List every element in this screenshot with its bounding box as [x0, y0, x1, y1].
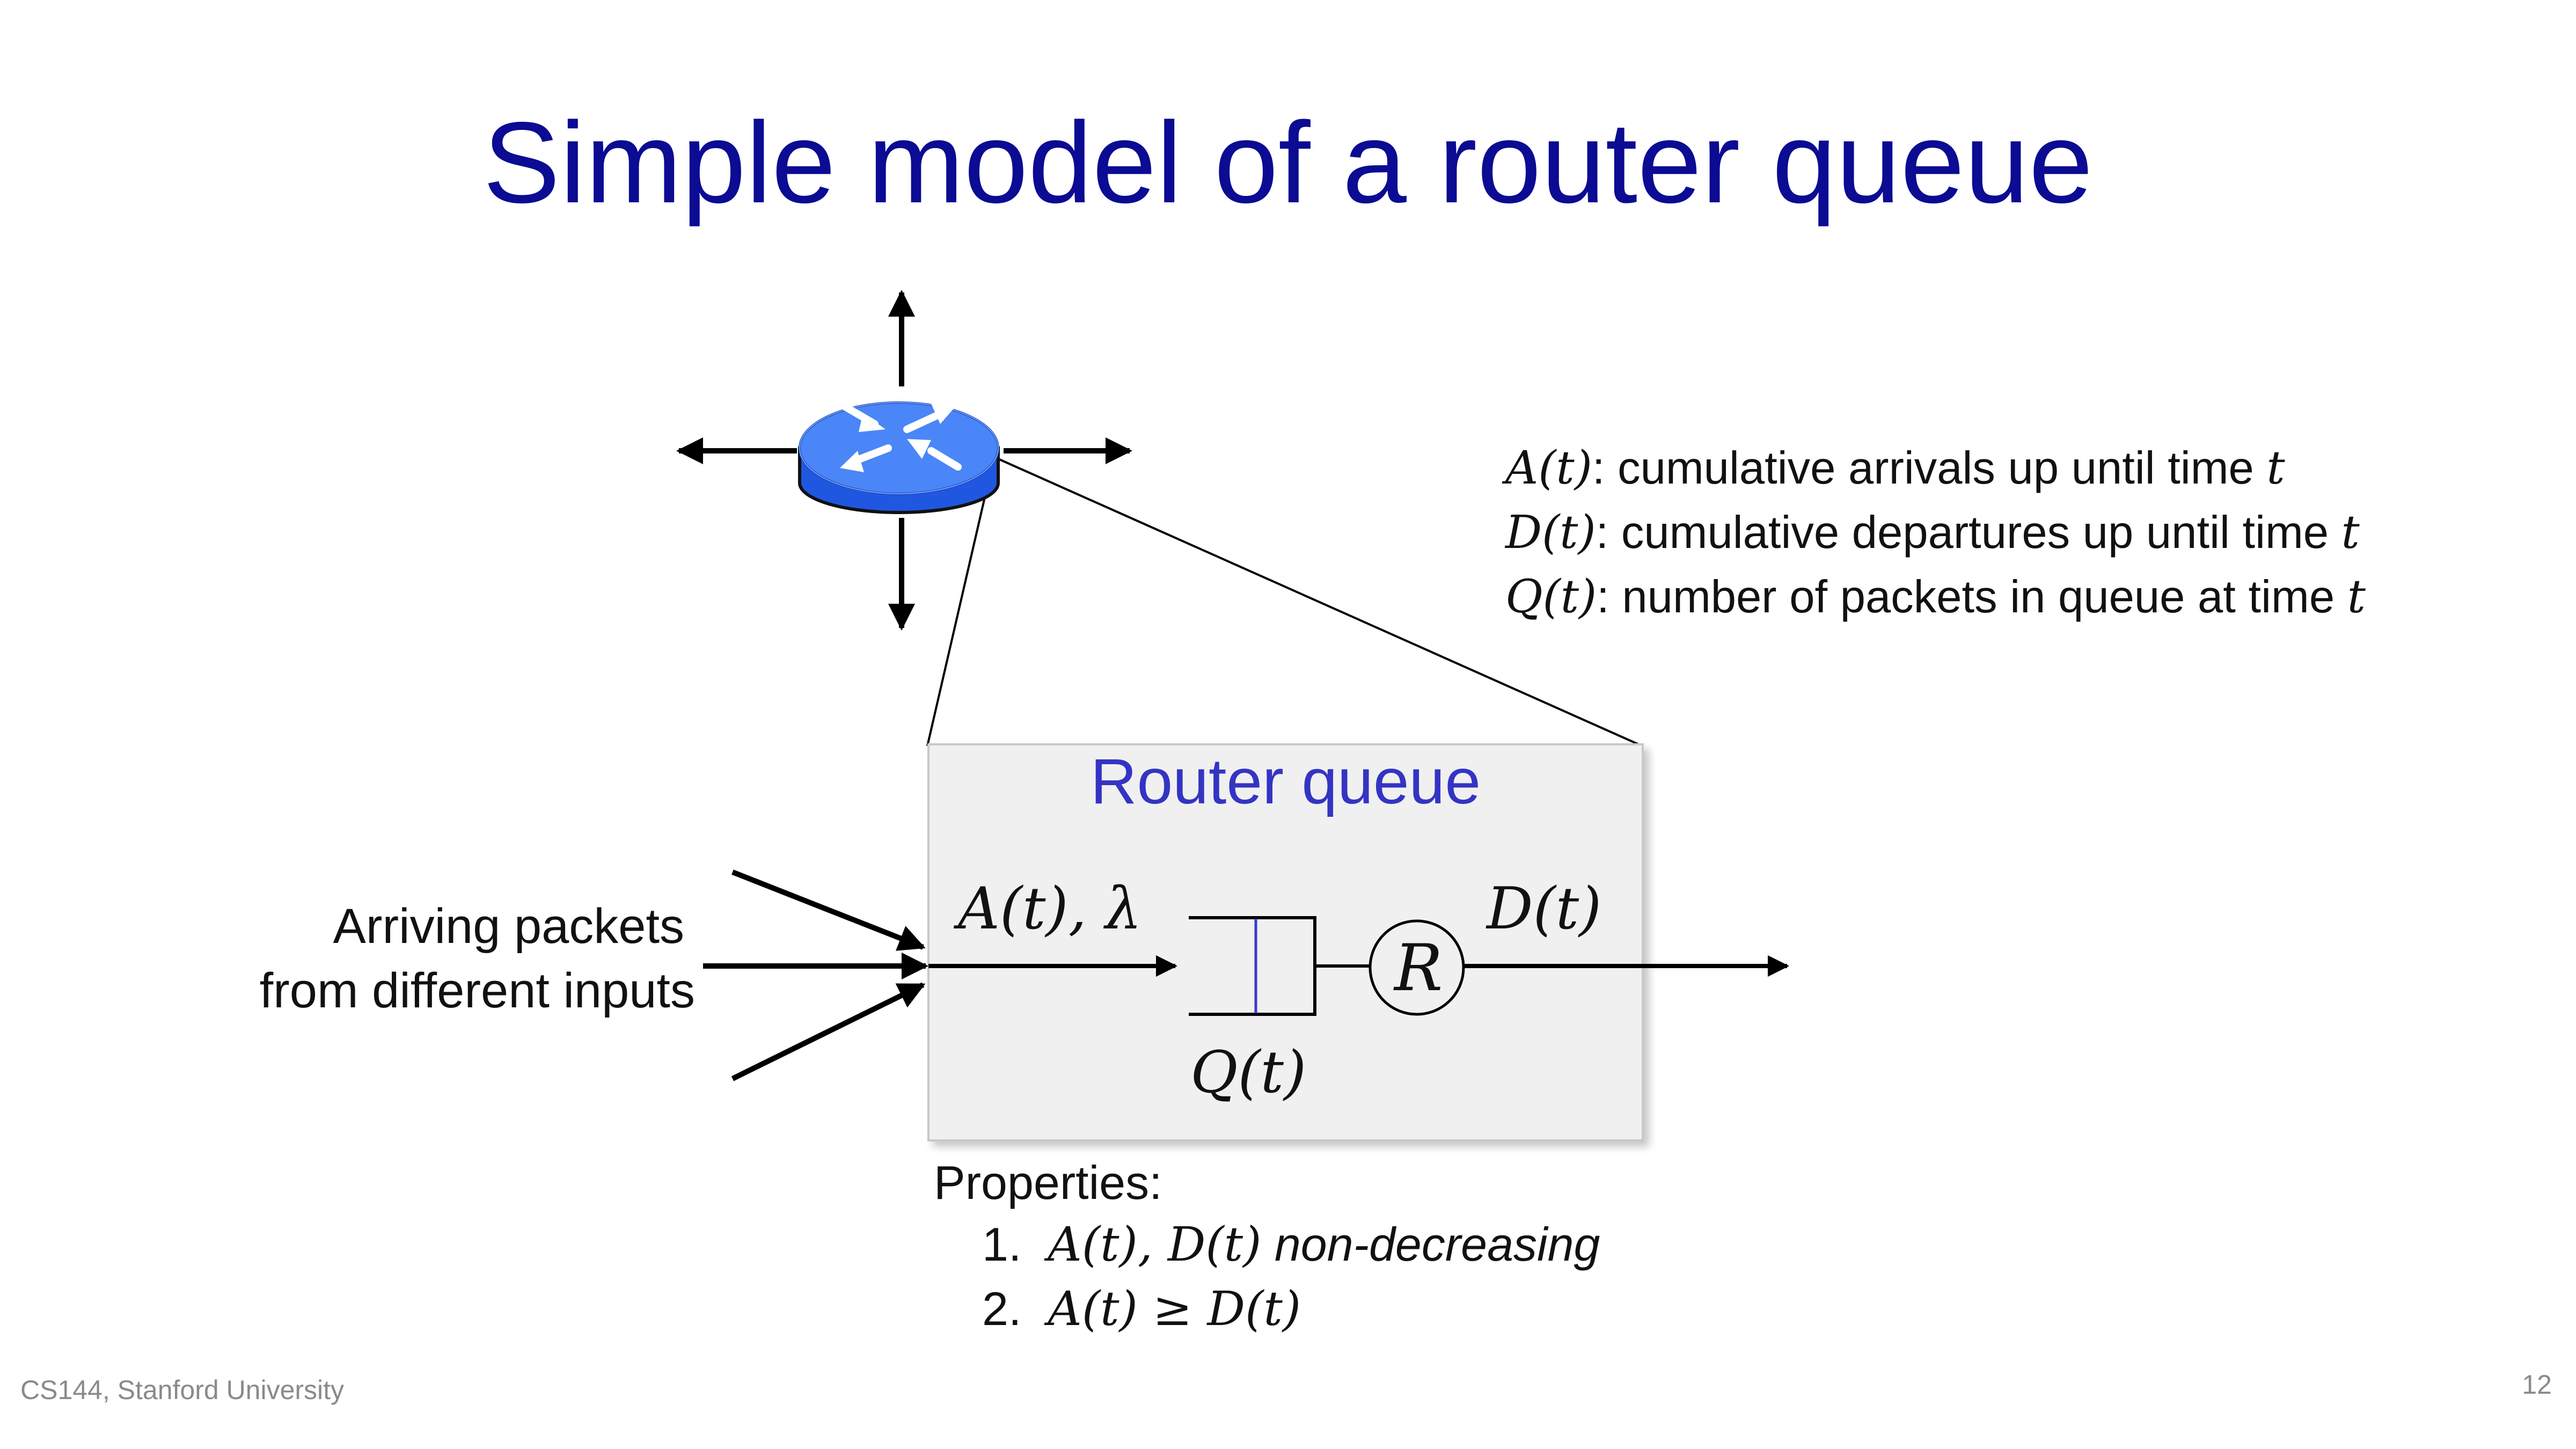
- definition-departures: D(t): cumulative departures up until tim…: [1505, 506, 2360, 559]
- page-number: 12: [2522, 1370, 2552, 1400]
- router-icon: [798, 401, 1000, 514]
- input-label: A(t), λ: [958, 875, 1142, 942]
- queue-buffer: [1189, 916, 1316, 1016]
- arriving-label-1: Arriving packets: [333, 899, 684, 954]
- input-arrow-top: [731, 869, 926, 951]
- slide-title: Simple model of a router queue: [483, 98, 2093, 227]
- router-arrows: [676, 290, 1132, 631]
- definitions-list: A(t): cumulative arrivals up until time …: [1505, 445, 2366, 639]
- definition-arrivals: A(t): cumulative arrivals up until time …: [1505, 442, 2285, 495]
- input-arrow-bottom: [731, 982, 926, 1081]
- router-queue-title: Router queue: [1090, 745, 1481, 817]
- property-item-2: 2. A(t) ≥ D(t): [982, 1281, 1301, 1336]
- output-label: D(t): [1487, 875, 1602, 942]
- server-label: R: [1394, 931, 1443, 1006]
- footer-course: CS144, Stanford University: [20, 1375, 345, 1405]
- arriving-label-2: from different inputs: [259, 963, 695, 1018]
- zoom-line-right: [998, 458, 1643, 747]
- zoom-line-left: [926, 485, 989, 747]
- property-item-1: 1. A(t), D(t) non-decreasing: [982, 1217, 1600, 1272]
- queue-label: Q(t): [1190, 1039, 1307, 1106]
- definition-queue: Q(t): number of packets in queue at time…: [1505, 570, 2366, 624]
- router-queue-box: [927, 743, 1644, 1141]
- properties-heading: Properties:: [934, 1156, 1162, 1209]
